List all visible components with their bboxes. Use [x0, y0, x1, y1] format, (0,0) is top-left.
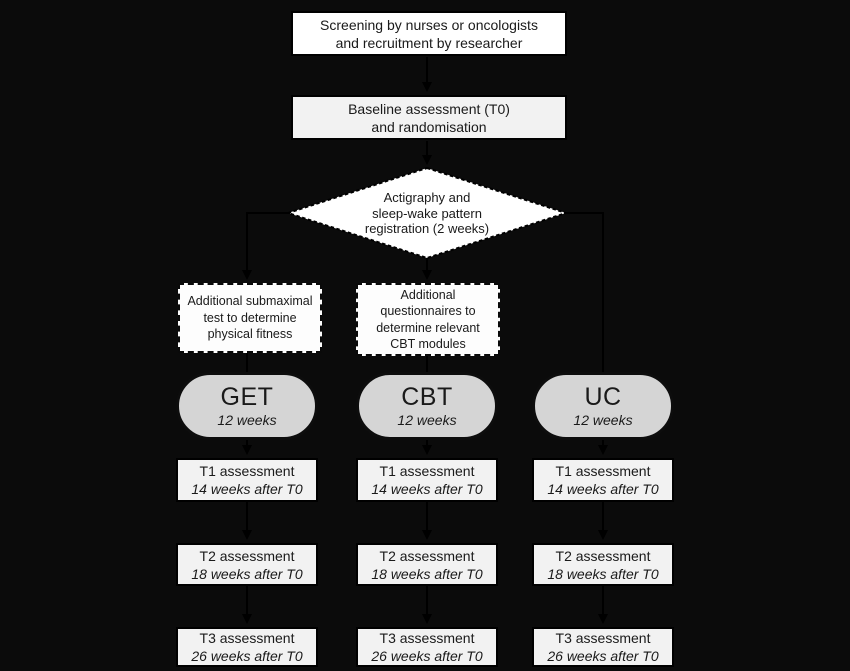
submaximal-test-box: Additional submaximal test to determine … [178, 283, 322, 353]
screening-line: Screening by nurses or oncologists [320, 16, 538, 33]
assessment-timing: 18 weeks after T0 [547, 565, 659, 582]
actigraphy-diamond-shape [284, 166, 570, 260]
assessment-box-t2-cbt: T2 assessment 18 weeks after T0 [356, 543, 498, 586]
actigraphy-diamond-label: Actigraphy and sleep-wake pattern regist… [327, 190, 527, 237]
submaximal-line: physical fitness [207, 327, 293, 342]
assessment-title: T3 assessment [379, 630, 475, 646]
actigraphy-line: Actigraphy and [383, 190, 471, 205]
submaximal-line: test to determine [203, 310, 297, 325]
assessment-title: T1 assessment [379, 463, 475, 479]
screening-box: Screening by nurses or oncologists and r… [291, 11, 567, 56]
assessment-box-t2-get: T2 assessment 18 weeks after T0 [176, 543, 318, 586]
assessment-box-t2-uc: T2 assessment 18 weeks after T0 [532, 543, 674, 586]
assessment-box-t1-cbt: T1 assessment 14 weeks after T0 [356, 458, 498, 502]
cbt-modules-line: determine relevant [376, 320, 480, 335]
arm-name: GET [220, 383, 274, 411]
arm-pill-cbt: CBT 12 weeks [356, 372, 498, 440]
assessment-title: T2 assessment [555, 547, 651, 564]
baseline-line: and randomisation [371, 118, 487, 135]
assessment-timing: 26 weeks after T0 [191, 648, 303, 664]
assessment-box-t1-get: T1 assessment 14 weeks after T0 [176, 458, 318, 502]
assessment-title: T2 assessment [379, 547, 475, 564]
assessment-timing: 14 weeks after T0 [547, 481, 659, 497]
screening-line: and recruitment by researcher [335, 34, 523, 51]
assessment-box-t3-get: T3 assessment 26 weeks after T0 [176, 627, 318, 667]
assessment-timing: 26 weeks after T0 [547, 648, 659, 664]
arm-duration: 12 weeks [217, 412, 277, 428]
arm-duration: 12 weeks [397, 412, 457, 428]
assessment-timing: 18 weeks after T0 [191, 565, 303, 582]
arm-name: CBT [401, 383, 453, 411]
assessment-title: T1 assessment [199, 463, 295, 479]
assessment-box-t1-uc: T1 assessment 14 weeks after T0 [532, 458, 674, 502]
assessment-box-t3-uc: T3 assessment 26 weeks after T0 [532, 627, 674, 667]
submaximal-line: Additional submaximal [187, 294, 313, 309]
cbt-modules-box: Additional questionnaires to determine r… [356, 283, 500, 356]
assessment-timing: 14 weeks after T0 [371, 481, 483, 497]
assessment-box-t3-cbt: T3 assessment 26 weeks after T0 [356, 627, 498, 667]
assessment-timing: 14 weeks after T0 [191, 481, 303, 497]
cbt-modules-line: Additional [400, 287, 456, 302]
assessment-timing: 18 weeks after T0 [371, 565, 483, 582]
cbt-modules-line: questionnaires to [380, 304, 476, 318]
line-actigraphy-to-uc [564, 212, 604, 372]
assessment-timing: 26 weeks after T0 [371, 648, 483, 664]
assessment-title: T1 assessment [555, 463, 651, 479]
assessment-title: T2 assessment [199, 547, 295, 564]
arrow-actigraphy-to-submaximal [242, 212, 290, 280]
arm-duration: 12 weeks [573, 412, 633, 428]
baseline-line: Baseline assessment (T0) [348, 100, 510, 117]
cbt-modules-line: CBT modules [390, 337, 466, 351]
arm-name: UC [584, 383, 622, 411]
baseline-box: Baseline assessment (T0) and randomisati… [291, 95, 567, 140]
assessment-title: T3 assessment [555, 630, 651, 646]
actigraphy-line: registration (2 weeks) [364, 221, 490, 236]
arm-pill-uc: UC 12 weeks [532, 372, 674, 440]
arm-pill-get: GET 12 weeks [176, 372, 318, 440]
assessment-title: T3 assessment [199, 630, 295, 646]
actigraphy-line: sleep-wake pattern [372, 205, 482, 221]
